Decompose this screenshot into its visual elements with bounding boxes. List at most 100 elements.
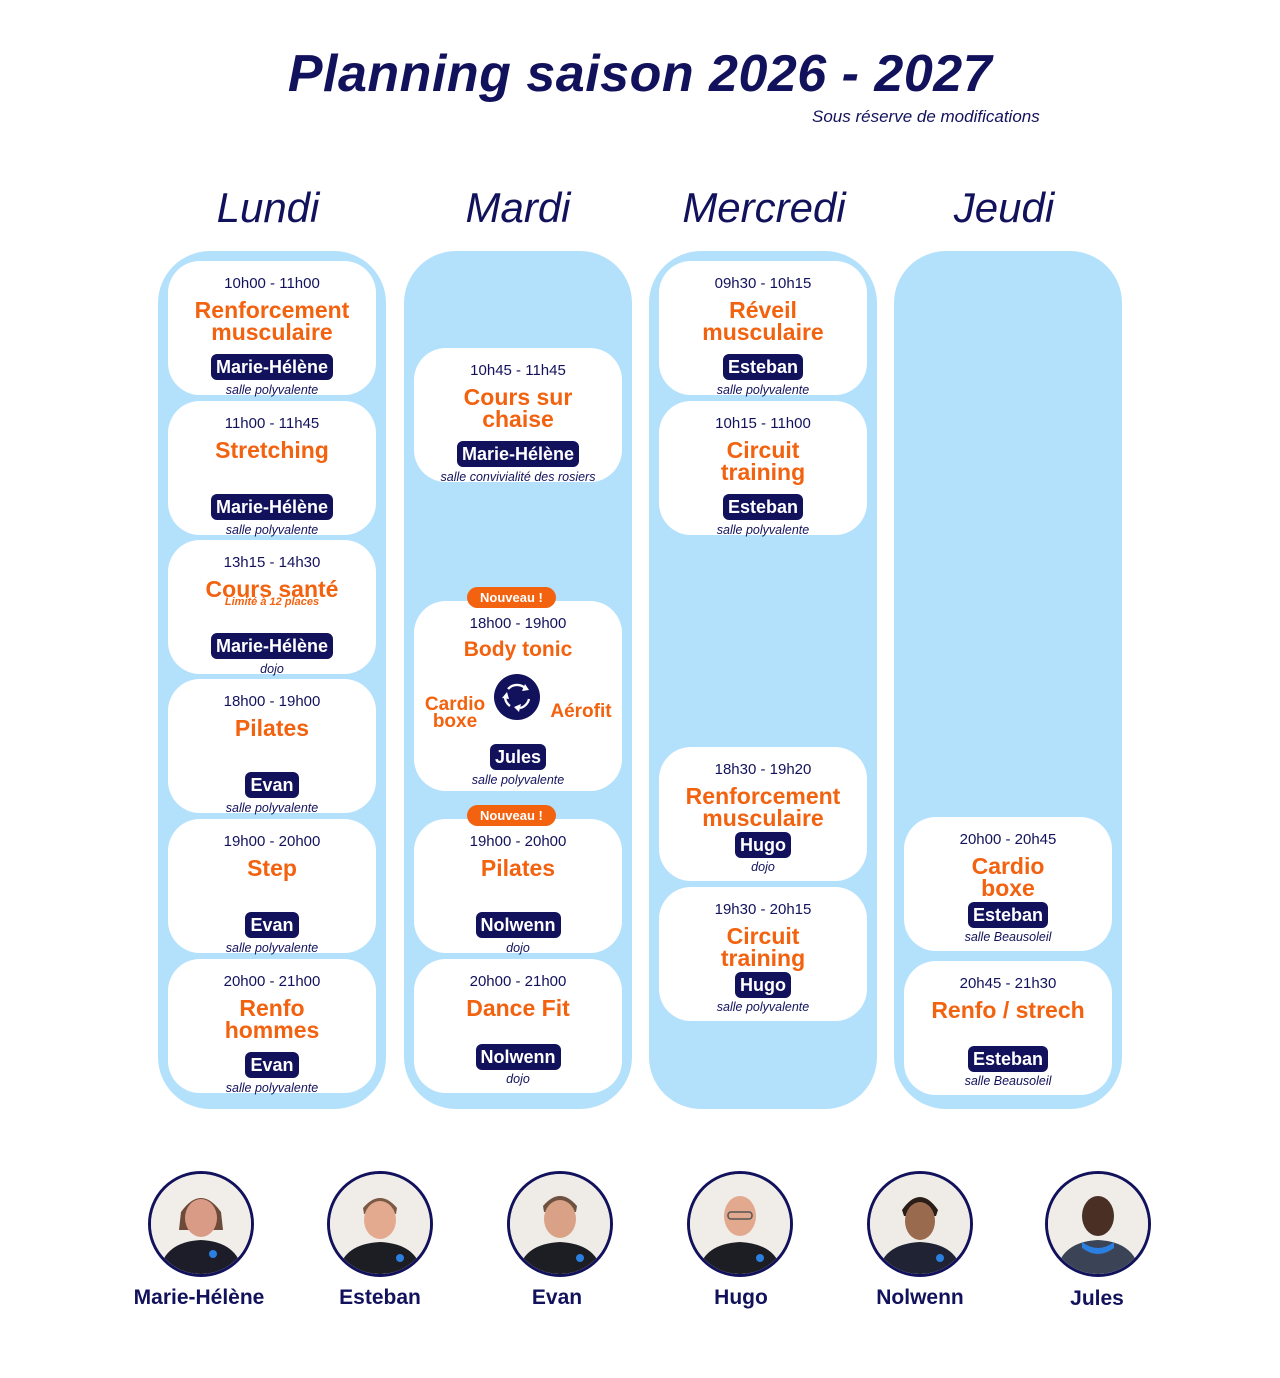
- session-card: 20h00 - 21h00 Renfo hommes Evan salle po…: [168, 959, 376, 1095]
- session-place: salle polyvalente: [716, 1000, 810, 1014]
- session-place: salle Beausoleil: [964, 1074, 1052, 1088]
- session-place: salle polyvalente: [225, 941, 319, 955]
- session-time: 09h30 - 10h15: [714, 275, 812, 292]
- option-right-label: Aérofit: [550, 701, 612, 722]
- session-time: 11h00 - 11h45: [224, 415, 320, 432]
- coach-tag: Hugo: [735, 972, 791, 998]
- session-time: 20h00 - 20h45: [959, 831, 1057, 848]
- session-place: dojo: [260, 662, 284, 676]
- person-photo-icon: [510, 1174, 610, 1274]
- new-badge: Nouveau !: [467, 587, 556, 608]
- session-name: Stretching: [215, 437, 329, 463]
- day-title-lundi: Lundi: [216, 184, 320, 231]
- session-place: salle polyvalente: [471, 773, 565, 787]
- session-time: 19h30 - 20h15: [714, 901, 812, 918]
- session-card: 09h30 - 10h15 Réveil musculaire Esteban …: [659, 261, 867, 397]
- session-card: 18h30 - 19h20 Renforcement musculaire Hu…: [659, 747, 867, 881]
- session-time: 18h00 - 19h00: [223, 693, 321, 710]
- session-card: 11h00 - 11h45 Stretching Marie-Hélène sa…: [168, 401, 376, 537]
- session-place: dojo: [506, 941, 530, 955]
- session-place: salle polyvalente: [225, 523, 319, 537]
- coach-tag: Evan: [245, 772, 299, 798]
- person-photo-icon: [690, 1174, 790, 1274]
- session-card: 10h00 - 11h00 Renforcement musculaire Ma…: [168, 261, 376, 397]
- session-place: dojo: [506, 1072, 530, 1086]
- coach-tag: Jules: [489, 744, 547, 770]
- coach-tag: Evan: [245, 912, 299, 938]
- person-photo-icon: [1048, 1174, 1148, 1274]
- avatar-evan: [507, 1171, 613, 1277]
- coach-tag: Marie-Hélène: [456, 441, 580, 467]
- session-card: 19h30 - 20h15 Circuit training Hugo sall…: [659, 887, 867, 1021]
- session-place: salle polyvalente: [225, 383, 319, 397]
- coach-tag: Esteban: [722, 354, 804, 380]
- session-place: salle polyvalente: [225, 1081, 319, 1095]
- session-time: 19h00 - 20h00: [469, 833, 567, 850]
- session-time: 20h00 - 21h00: [469, 973, 567, 990]
- session-card: 19h00 - 20h00 Step Evan salle polyvalent…: [168, 819, 376, 955]
- session-note: Limité à 12 places: [224, 596, 320, 608]
- day-column-jeudi: 20h00 - 20h45 Cardio boxe Esteban salle …: [894, 251, 1122, 1109]
- day-title-mercredi: Mercredi: [682, 184, 846, 231]
- session-name: Cours sur chaise: [463, 384, 573, 432]
- avatar-esteban: [327, 1171, 433, 1277]
- session-card: 20h00 - 20h45 Cardio boxe Esteban salle …: [904, 817, 1112, 951]
- session-name: Cardio boxe: [971, 853, 1045, 901]
- session-time: 20h00 - 21h00: [223, 973, 321, 990]
- coach-name: Hugo: [714, 1286, 768, 1309]
- session-time: 10h00 - 11h00: [224, 275, 320, 292]
- avatar-marie-helene: [148, 1171, 254, 1277]
- session-time: 13h15 - 14h30: [223, 554, 321, 571]
- session-name: Renforcement musculaire: [194, 297, 350, 345]
- coach-tag: Marie-Hélène: [210, 494, 334, 520]
- session-place: salle Beausoleil: [964, 930, 1052, 944]
- person-photo-icon: [330, 1174, 430, 1274]
- option-left-label: Cardio boxe: [424, 694, 486, 732]
- coach-tag: Esteban: [967, 1046, 1049, 1072]
- session-card: 13h15 - 14h30 Cours santé Limité à 12 pl…: [168, 540, 376, 676]
- avatar-nolwenn: [867, 1171, 973, 1277]
- session-place: salle polyvalente: [716, 523, 810, 537]
- page-title: Planning saison 2026 - 2027: [287, 45, 993, 103]
- day-column-mercredi: 09h30 - 10h15 Réveil musculaire Esteban …: [649, 251, 877, 1109]
- session-time: 19h00 - 20h00: [223, 833, 321, 850]
- session-name: Body tonic: [463, 638, 573, 661]
- session-time: 18h30 - 19h20: [714, 761, 812, 778]
- day-title-jeudi: Jeudi: [953, 184, 1055, 231]
- session-name: Pilates: [234, 715, 310, 741]
- day-column-lundi: 10h00 - 11h00 Renforcement musculaire Ma…: [158, 251, 386, 1109]
- coach-name: Evan: [531, 1286, 583, 1309]
- cycle-arrows-icon: [494, 674, 540, 720]
- session-name: Circuit training: [720, 437, 806, 485]
- avatar-jules: [1045, 1171, 1151, 1277]
- coach-tag: Hugo: [735, 832, 791, 858]
- coach-tag: Esteban: [967, 902, 1049, 928]
- session-name: Renfo hommes: [224, 995, 320, 1043]
- session-name: Pilates: [480, 855, 556, 881]
- session-card: 10h45 - 11h45 Cours sur chaise Marie-Hél…: [414, 348, 622, 484]
- coach-tag: Marie-Hélène: [210, 354, 334, 380]
- session-name: Renfo / strech: [931, 997, 1085, 1023]
- coach-tag: Nolwenn: [475, 912, 561, 938]
- session-name: Cours santé: [205, 576, 339, 602]
- session-place: salle polyvalente: [225, 801, 319, 815]
- person-photo-icon: [870, 1174, 970, 1274]
- coach-tag: Marie-Hélène: [210, 633, 334, 659]
- avatar-hugo: [687, 1171, 793, 1277]
- session-name: Dance Fit: [466, 995, 570, 1021]
- coach-name: Esteban: [339, 1286, 421, 1309]
- session-card: Nouveau ! 19h00 - 20h00 Pilates Nolwenn …: [414, 805, 622, 955]
- new-badge: Nouveau !: [467, 805, 556, 826]
- session-card: 20h00 - 21h00 Dance Fit Nolwenn dojo: [414, 959, 622, 1093]
- session-place: dojo: [751, 860, 775, 874]
- coach-tag: Evan: [245, 1052, 299, 1078]
- session-place: salle convivialité des rosiers: [440, 470, 596, 484]
- session-card: 20h45 - 21h30 Renfo / strech Esteban sal…: [904, 961, 1112, 1095]
- coach-name: Jules: [1070, 1287, 1124, 1310]
- session-name: Step: [247, 855, 297, 881]
- day-title-mardi: Mardi: [465, 184, 571, 231]
- page-subtitle: Sous réserve de modifications: [812, 107, 1040, 126]
- coach-tag: Esteban: [722, 494, 804, 520]
- session-time: 20h45 - 21h30: [959, 975, 1057, 992]
- session-name: Circuit training: [720, 923, 806, 971]
